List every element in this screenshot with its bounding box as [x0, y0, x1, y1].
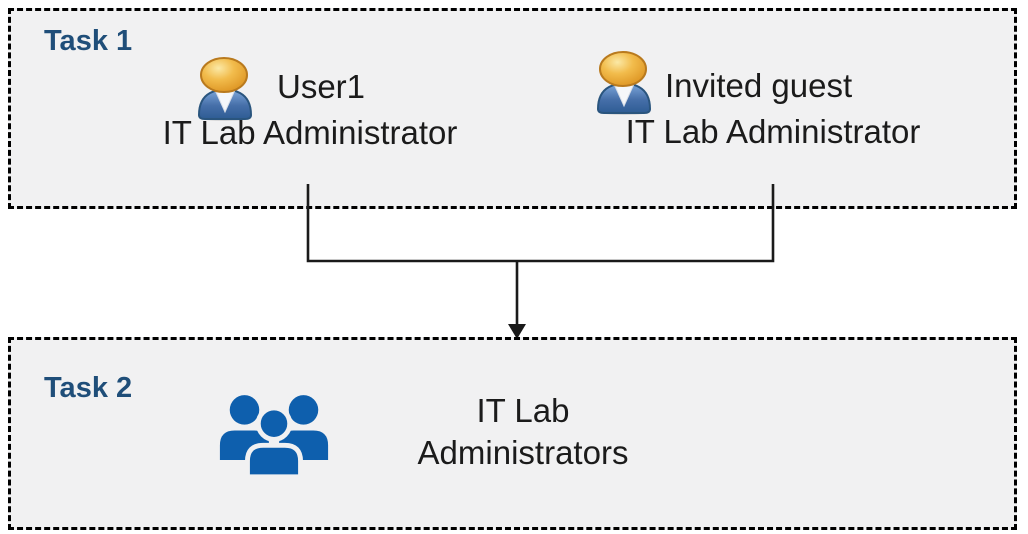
single-user-icon — [193, 56, 258, 122]
single-user-icon-svg — [596, 51, 652, 115]
user-role: IT Lab Administrator — [162, 114, 458, 151]
task1-box: Task 1 — [8, 8, 1017, 209]
group-front-head — [255, 405, 293, 442]
group-front-body — [244, 442, 304, 478]
single-user-icon-svg — [197, 57, 253, 121]
task1-label: Task 1 — [44, 25, 133, 57]
task2-box: Task 2 — [8, 337, 1017, 530]
group-name: IT Lab Administrators — [417, 392, 629, 471]
user-group-icon-svg — [219, 395, 329, 478]
group-back-right-head — [288, 395, 319, 425]
task2-label: Task 2 — [44, 372, 133, 404]
user-head — [599, 51, 647, 87]
user-role: IT Lab Administrator — [625, 113, 921, 150]
user-group-icon — [215, 390, 333, 478]
user-name: Invited guest — [665, 67, 853, 104]
user-head — [200, 57, 248, 93]
group-back-left-head — [229, 395, 260, 425]
single-user-icon — [592, 50, 657, 116]
user-name: User1 — [277, 68, 366, 105]
